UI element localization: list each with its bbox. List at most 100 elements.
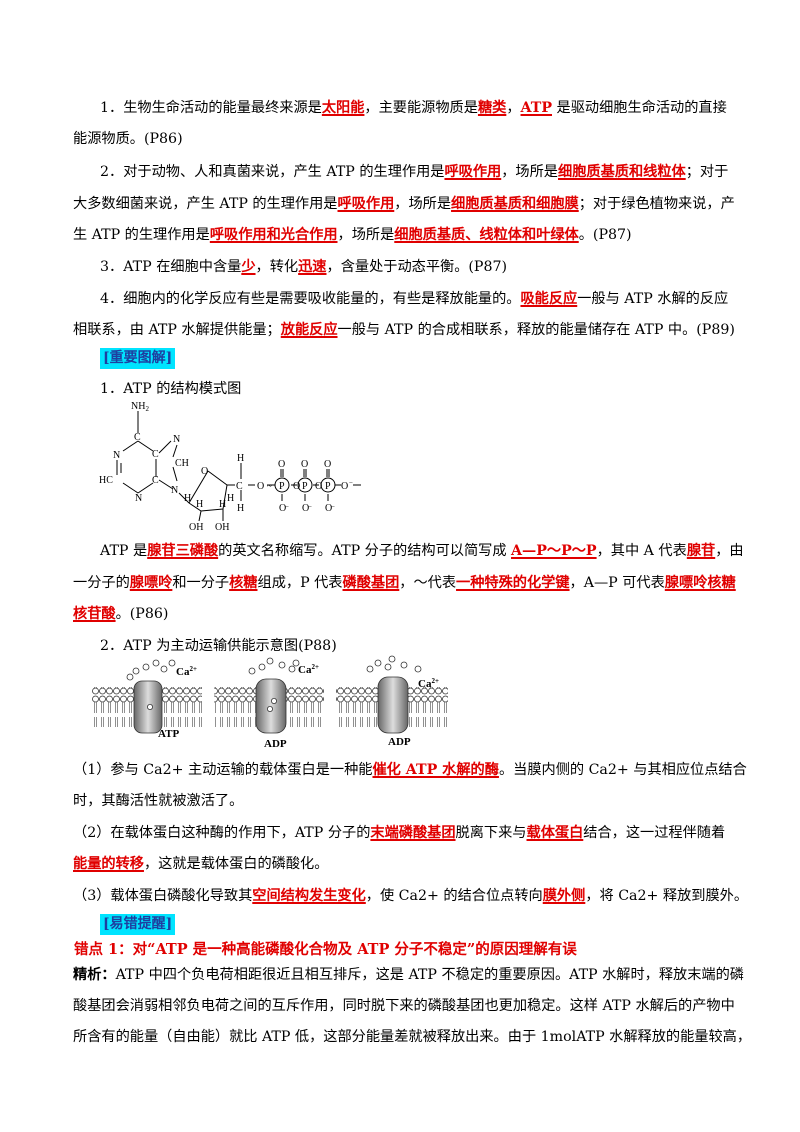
adp-label-1: ADP — [264, 738, 287, 750]
text: 组成，P 代表 — [257, 575, 343, 591]
point-2-line-1: （2）在载体蛋白这种酶的作用下，ATP 分子的末端磷酸基团脱离下来与载体蛋白结合… — [73, 818, 725, 849]
phosphorus-p: P — [279, 481, 285, 492]
atom-h: H — [184, 493, 191, 504]
atom-c: C — [134, 432, 141, 443]
keyword: A—P～P～P — [511, 543, 597, 559]
atom-o: O — [201, 466, 208, 477]
keyword: 空间结构发生变化 — [252, 888, 366, 904]
text: 生 ATP 的生理作用是 — [73, 227, 210, 243]
negative-charge: − — [285, 503, 289, 511]
atom-o: O — [302, 503, 309, 514]
text: 大多数细菌来说，产生 ATP 的生理作用是 — [73, 196, 338, 212]
active-transport-diagram: Ca2+ Ca2+ Ca2+ ATP ADP ADP — [92, 655, 448, 750]
atom-ch: CH — [175, 458, 189, 469]
keyword: 能量的转移 — [73, 856, 144, 872]
atom-o: O — [293, 481, 300, 492]
hydroxyl-oh: OH — [189, 522, 203, 533]
nh2-label: NH2 — [131, 401, 149, 413]
ca-label-2: Ca2+ — [298, 663, 319, 676]
paragraph-2-line-2: 大多数细菌来说，产生 ATP 的生理作用是呼吸作用，场所是细胞质基质和细胞膜；对… — [73, 189, 735, 220]
adp-label-2: ADP — [388, 736, 411, 748]
keyword: 呼吸作用 — [337, 196, 395, 212]
point-1-line-2: 时，其酶活性就被激活了。 — [73, 793, 244, 809]
text: 一般与 ATP 的合成相联系，释放的能量储存在 ATP 中。(P89) — [337, 322, 735, 338]
keyword: 核糖 — [229, 575, 258, 591]
analysis-line-1: 精析：ATP 中四个负电荷相距很近且相互排斥，这是 ATP 不稳定的重要原因。A… — [73, 960, 744, 991]
text: ，由 — [715, 543, 744, 559]
section-heading-common-errors: [易错提醒] — [100, 914, 176, 935]
keyword: 少 — [241, 259, 256, 275]
figure-1-title: 1．ATP 的结构模式图 — [100, 381, 242, 397]
keyword: 细胞质基质、线粒体和叶绿体 — [394, 227, 579, 243]
paragraph-4-line-1: 4．细胞内的化学反应有些是需要吸收能量的，有些是释放能量的。吸能反应一般与 AT… — [100, 284, 728, 315]
keyword: 细胞质基质和细胞膜 — [451, 196, 579, 212]
keyword: 腺嘌呤核糖 — [664, 575, 736, 591]
point-1-line-1: （1）参与 Ca2+ 主动运输的载体蛋白是一种能催化 ATP 水解的酶。当膜内侧… — [73, 755, 747, 786]
text: ，转化 — [255, 259, 299, 275]
text: （1）参与 Ca2+ 主动运输的载体蛋白是一种能 — [73, 762, 373, 778]
keyword: 腺苷三磷酸 — [147, 543, 219, 559]
atom-o: O — [301, 459, 308, 470]
atom-o: O — [278, 459, 285, 470]
keyword: 载体蛋白 — [526, 825, 584, 841]
keyword-tanglei: 糖类 — [477, 100, 507, 116]
negative-charge: − — [308, 503, 312, 511]
keyword: 迅速 — [298, 259, 327, 275]
text: ，A—P 可代表 — [569, 575, 665, 591]
keyword: 呼吸作用和光合作用 — [209, 227, 338, 243]
text: 。当膜内侧的 Ca2+ 与其相应位点结合 — [498, 762, 747, 778]
phosphorus-p: P — [325, 481, 331, 492]
text: ，含量处于动态平衡。(P87) — [326, 259, 508, 275]
atom-n: N — [113, 450, 120, 461]
text: ，场所是 — [337, 227, 395, 243]
text: 能源物质。(P86) — [73, 131, 183, 147]
keyword: 磷酸基团 — [342, 575, 400, 591]
svg-text:~: ~ — [267, 481, 272, 491]
keyword-taiyangneng: 太阳能 — [321, 100, 365, 116]
paragraph-5-line-1: ATP 是腺苷三磷酸的英文名称缩写。ATP 分子的结构可以简写成 A—P～P～P… — [100, 536, 744, 567]
text: 一分子的 — [73, 575, 130, 591]
atom-n: N — [171, 485, 178, 496]
text: 的英文名称缩写。ATP 分子的结构可以简写成 — [218, 543, 512, 559]
text: ，主要能源物质是 — [364, 100, 478, 116]
text: ；对于 — [685, 164, 729, 180]
keyword: 腺嘌呤 — [129, 575, 173, 591]
keyword: 放能反应 — [280, 322, 338, 338]
atom-n: N — [173, 434, 180, 445]
atom-c: C — [152, 475, 159, 486]
text: ，将 Ca2+ 释放到膜外。 — [585, 888, 749, 904]
atom-h: H — [227, 493, 234, 504]
point-3: （3）载体蛋白磷酸化导致其空间结构发生变化，使 Ca2+ 的结合位点转向膜外侧，… — [73, 881, 748, 912]
keyword: 催化 ATP 水解的酶 — [372, 762, 499, 778]
analysis-line-3: 所含有的能量（自由能）就比 ATP 低，这部分能量差就被释放出来。由于 1mol… — [73, 1029, 752, 1045]
text: 结合，这一过程伴随着 — [583, 825, 726, 841]
atom-o: O — [257, 481, 264, 492]
hydroxyl-oh: OH — [215, 522, 229, 533]
keyword: 膜外侧 — [542, 888, 586, 904]
negative-charge: − — [331, 503, 335, 511]
text: 1．生物生命活动的能量最终来源是 — [100, 100, 322, 116]
atom-h: H — [219, 499, 226, 510]
atom-h: H — [196, 499, 203, 510]
paragraph-3: 3．ATP 在细胞中含量少，转化迅速，含量处于动态平衡。(P87) — [100, 252, 507, 283]
atom-o: O — [279, 503, 286, 514]
text: ，～代表 — [399, 575, 457, 591]
paragraph-1-line-1: 1．生物生命活动的能量最终来源是太阳能，主要能源物质是糖类，ATP 是驱动细胞生… — [100, 93, 727, 124]
atom-o: O — [325, 503, 332, 514]
text: 3．ATP 在细胞中含量 — [100, 259, 242, 275]
text: ，这就是载体蛋白的磷酸化。 — [143, 856, 329, 872]
text: 4．细胞内的化学反应有些是需要吸收能量的，有些是释放能量的。 — [100, 291, 521, 307]
point-2-line-2: 能量的转移，这就是载体蛋白的磷酸化。 — [73, 849, 328, 880]
negative-charge: − — [349, 479, 353, 487]
text: ， — [506, 100, 521, 116]
text: 2．对于动物、人和真菌来说，产生 ATP 的生理作用是 — [100, 164, 445, 180]
text: 一般与 ATP 水解的反应 — [577, 291, 729, 307]
text: ，场所是 — [394, 196, 452, 212]
atom-c: C — [152, 449, 159, 460]
paragraph-1-line-2: 能源物质。(P86) — [73, 124, 183, 155]
paragraph-2-line-3: 生 ATP 的生理作用是呼吸作用和光合作用，场所是细胞质基质、线粒体和叶绿体。(… — [73, 220, 632, 251]
section-heading-important-diagrams: [重要图解] — [100, 348, 176, 369]
text: （2）在载体蛋白这种酶的作用下，ATP 分子的 — [73, 825, 371, 841]
paragraph-4-line-2: 相联系，由 ATP 水解提供能量；放能反应一般与 ATP 的合成相联系，释放的能… — [73, 315, 735, 346]
